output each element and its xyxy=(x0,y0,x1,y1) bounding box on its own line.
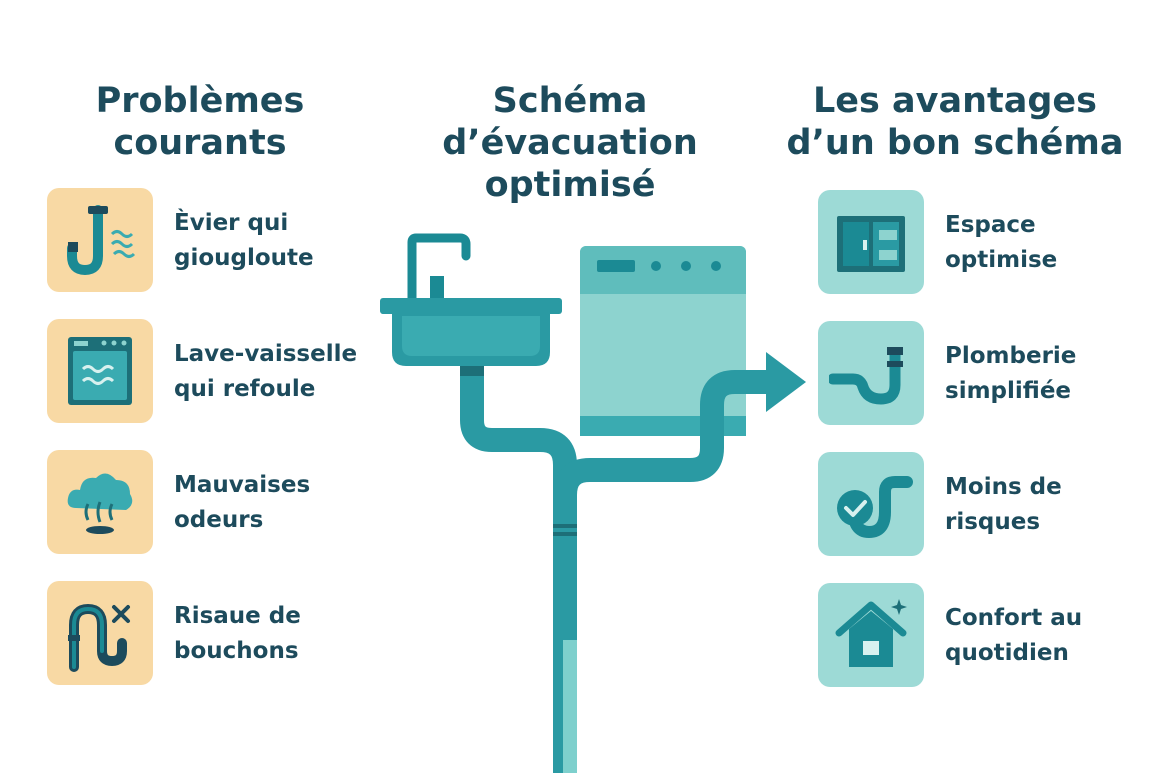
bad-odor-icon xyxy=(47,450,153,554)
flow-arrow-icon xyxy=(766,352,806,412)
list-item: Lave-vaisselle qui refoule xyxy=(47,319,367,425)
dishwasher-overflow-icon xyxy=(47,319,153,423)
space-saving-cabinet-icon xyxy=(818,190,924,294)
benefit-label-line: Confort au xyxy=(945,605,1083,631)
problem-label: Mauvaises odeurs xyxy=(174,468,374,538)
benefit-label: Confort au quotidien xyxy=(945,601,1145,671)
gurgling-sink-pipe-icon xyxy=(47,188,153,292)
problem-label-line: giougloute xyxy=(174,245,314,271)
list-item: Espace optimise xyxy=(818,190,1138,296)
simplified-pipe-icon xyxy=(818,321,924,425)
diagram-title-line: d’évacuation xyxy=(442,123,698,163)
benefits-title: Les avantages d’un bon schéma xyxy=(770,80,1140,164)
problem-label-line: Èvier qui xyxy=(174,210,289,236)
diagram-title-line: Schéma xyxy=(492,81,648,121)
benefit-label-line: Moins de xyxy=(945,474,1062,500)
problem-label: Risaue de bouchons xyxy=(174,599,374,669)
check-pipe-icon xyxy=(818,452,924,556)
benefit-label-line: risques xyxy=(945,509,1041,535)
diagram-title: Schéma d’évacuation optimisé xyxy=(400,80,740,206)
list-item: Risaue de bouchons xyxy=(47,581,367,687)
benefit-label-line: simplifiée xyxy=(945,378,1072,404)
problem-label-line: Lave-vaisselle xyxy=(174,341,358,367)
comfort-house-icon xyxy=(818,583,924,687)
problems-title-line: Problèmes xyxy=(95,81,305,121)
problem-label-line: Risaue de xyxy=(174,603,301,629)
problem-label: Èvier qui giougloute xyxy=(174,206,374,276)
benefits-title-line: d’un bon schéma xyxy=(786,123,1124,163)
list-item: Plomberie simplifiée xyxy=(818,321,1138,427)
list-item: Moins de risques xyxy=(818,452,1138,558)
list-item: Confort au quotidien xyxy=(818,583,1138,689)
benefit-label-line: Plomberie xyxy=(945,343,1077,369)
benefit-label-line: Espace xyxy=(945,212,1036,238)
list-item: Èvier qui giougloute xyxy=(47,188,367,294)
benefit-label: Moins de risques xyxy=(945,470,1145,540)
benefit-label: Espace optimise xyxy=(945,208,1145,278)
benefit-label-line: optimise xyxy=(945,247,1058,273)
benefits-title-line: Les avantages xyxy=(813,81,1097,121)
problem-label-line: odeurs xyxy=(174,507,264,533)
diagram-title-line: optimisé xyxy=(484,165,656,205)
benefit-label-line: quotidien xyxy=(945,640,1069,666)
problem-label-line: bouchons xyxy=(174,638,299,664)
problem-label: Lave-vaisselle qui refoule xyxy=(174,337,374,407)
drain-pipe-icon xyxy=(460,353,782,773)
clogged-pipe-icon xyxy=(47,581,153,685)
problems-title: Problèmes courants xyxy=(40,80,360,164)
sink-icon xyxy=(380,233,562,376)
problem-label-line: qui refoule xyxy=(174,376,316,402)
list-item: Mauvaises odeurs xyxy=(47,450,367,556)
benefit-label: Plomberie simplifiée xyxy=(945,339,1145,409)
problems-title-line: courants xyxy=(113,123,287,163)
problem-label-line: Mauvaises xyxy=(174,472,311,498)
